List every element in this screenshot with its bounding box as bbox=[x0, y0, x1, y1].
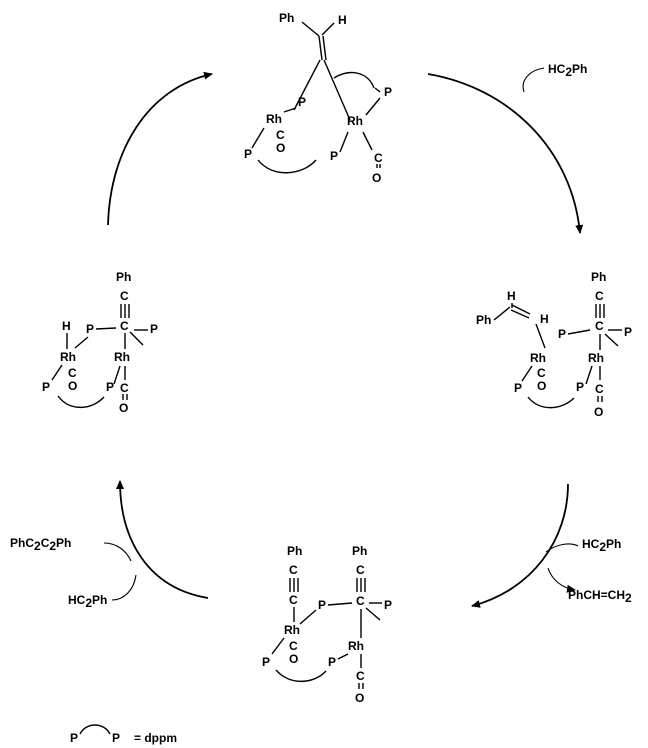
c-label: C bbox=[595, 319, 604, 333]
p-label: P bbox=[298, 95, 306, 109]
rh-label: Rh bbox=[266, 112, 282, 126]
arrow-bottom-left bbox=[116, 480, 209, 599]
c-label: C bbox=[537, 366, 546, 380]
rh-label: Rh bbox=[347, 114, 363, 128]
c-label: C bbox=[289, 639, 298, 653]
c-label: C bbox=[276, 128, 285, 142]
p-label: P bbox=[384, 598, 392, 612]
c-label: C bbox=[120, 289, 129, 303]
h-label: H bbox=[62, 319, 71, 333]
h-label: H bbox=[338, 13, 347, 27]
o-label: O bbox=[276, 141, 285, 155]
c-label: C bbox=[68, 366, 77, 380]
ph-label: Ph bbox=[279, 11, 294, 25]
p-label: P bbox=[328, 655, 336, 669]
reagent-hc2ph-top: HC2Ph bbox=[548, 62, 587, 79]
rh-label: Rh bbox=[588, 351, 604, 365]
c-label: C bbox=[374, 151, 383, 165]
p-label: P bbox=[106, 380, 114, 394]
rh-label: Rh bbox=[530, 351, 546, 365]
rh-label: Rh bbox=[284, 623, 300, 637]
ph-label: Ph bbox=[476, 313, 491, 327]
reagent-diphenylbutadiyne: PhC2C2Ph bbox=[10, 536, 71, 553]
arrow-top-right bbox=[427, 73, 584, 234]
c-label: C bbox=[289, 563, 298, 577]
p-label: P bbox=[244, 147, 252, 161]
c-label: C bbox=[120, 319, 129, 333]
o-label: O bbox=[68, 379, 77, 393]
arrow-bottom-right bbox=[471, 483, 569, 608]
arrow-top-left bbox=[107, 71, 213, 226]
legend-dppm: = dppm bbox=[134, 731, 177, 745]
o-label: O bbox=[372, 171, 381, 185]
dppm-legend: P P = dppm bbox=[70, 724, 177, 745]
p-label: P bbox=[576, 380, 584, 394]
rh-label: Rh bbox=[348, 639, 364, 653]
c-label: C bbox=[356, 563, 365, 577]
c-label: C bbox=[289, 593, 298, 607]
p-label: P bbox=[558, 327, 566, 341]
c-label: C bbox=[595, 382, 604, 396]
p-label: P bbox=[262, 655, 270, 669]
c-label: C bbox=[595, 289, 604, 303]
p-label: P bbox=[624, 325, 632, 339]
p-label: P bbox=[514, 381, 522, 395]
o-label: O bbox=[537, 379, 546, 393]
legend-p-left: P bbox=[70, 731, 78, 745]
p-label: P bbox=[384, 85, 392, 99]
cycle-arrows bbox=[103, 67, 584, 608]
o-label: O bbox=[355, 691, 364, 705]
reagent-arc-hc2ph-left bbox=[111, 574, 137, 601]
p-label: P bbox=[318, 598, 326, 612]
p-label: P bbox=[42, 380, 50, 394]
complex-left: Ph C C H P P Rh Rh C O P P C O bbox=[42, 270, 158, 415]
reagent-arc-top-right bbox=[522, 67, 545, 93]
complex-bottom: Ph C C Ph C C P P Rh Rh C O P P C O bbox=[262, 544, 392, 705]
p-label: P bbox=[150, 322, 158, 336]
ph-label: Ph bbox=[287, 544, 302, 558]
reagent-hc2ph-right: HC2Ph bbox=[582, 537, 621, 554]
h-label: H bbox=[540, 312, 549, 326]
h-label: H bbox=[507, 289, 516, 303]
o-label: O bbox=[289, 652, 298, 666]
reagent-arc-diyne bbox=[103, 542, 132, 562]
reagent-arc-hc2ph-right bbox=[545, 543, 579, 553]
reagent-arc-styrene bbox=[547, 567, 576, 593]
rh-label: Rh bbox=[60, 350, 76, 364]
ph-label: Ph bbox=[116, 270, 131, 284]
reagent-hc2ph-left: HC2Ph bbox=[68, 593, 107, 610]
c-label: C bbox=[356, 594, 365, 608]
o-label: O bbox=[119, 401, 128, 415]
o-label: O bbox=[594, 405, 603, 419]
c-label: C bbox=[120, 381, 129, 395]
reagent-labels: HC2Ph HC2Ph PhCH=CH2 PhC2C2Ph HC2Ph bbox=[10, 62, 632, 610]
complex-top: Ph H P Rh Rh P C O P P C O bbox=[244, 11, 392, 185]
ph-label: Ph bbox=[352, 544, 367, 558]
reagent-styrene: PhCH=CH2 bbox=[568, 588, 632, 605]
c-label: C bbox=[356, 669, 365, 683]
ph-label: Ph bbox=[591, 270, 606, 284]
rh-label: Rh bbox=[114, 350, 130, 364]
complex-right: Ph C C H Ph H P P Rh Rh C O P P C O bbox=[476, 270, 632, 419]
p-label: P bbox=[330, 149, 338, 163]
legend-p-right: P bbox=[112, 731, 120, 745]
p-label: P bbox=[86, 322, 94, 336]
